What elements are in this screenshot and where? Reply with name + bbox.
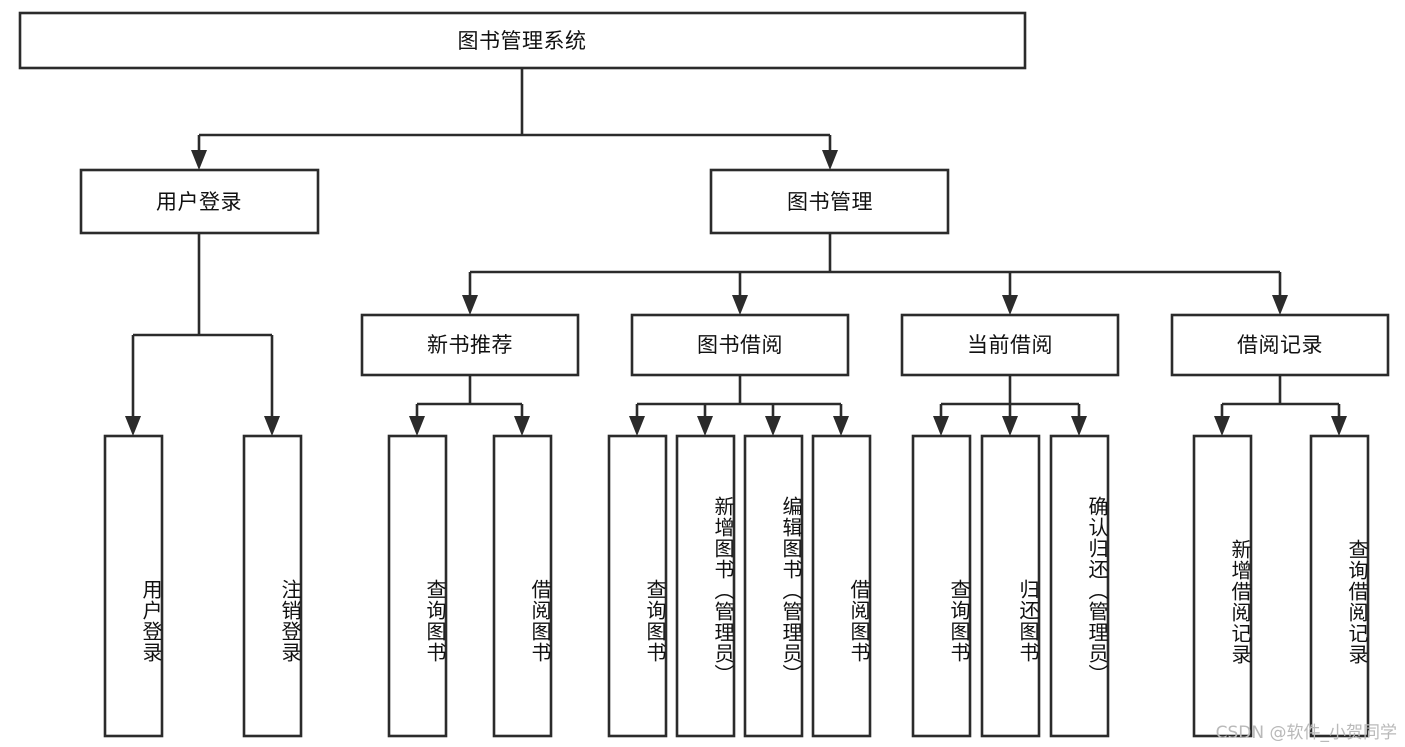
- label-book-borrow: 图书借阅: [697, 333, 783, 357]
- arrow-userlogin-l2: [264, 416, 280, 436]
- arrow-bb-l2: [697, 416, 713, 436]
- arrow-nbr-l1: [409, 416, 425, 436]
- node-leaf-book-borrow-1[interactable]: [675, 434, 736, 738]
- node-new-book-recommend[interactable]: [360, 313, 580, 377]
- arrow-bm-c2: [732, 295, 748, 315]
- node-borrow-record[interactable]: [1170, 313, 1390, 377]
- arrow-cb-l3: [1071, 416, 1087, 436]
- arrow-bb-l4: [833, 416, 849, 436]
- arrow-to-userlogin: [191, 150, 207, 170]
- arrow-bm-c4: [1272, 295, 1288, 315]
- watermark-text: CSDN @软件_小贺同学: [1215, 723, 1397, 743]
- node-leaf-user-login-0[interactable]: [103, 434, 164, 738]
- edges-group: [125, 68, 1347, 436]
- label-new-book-recommend: 新书推荐: [427, 333, 513, 357]
- node-leaf-new-book-0[interactable]: [387, 434, 448, 738]
- label-user-login: 用户登录: [156, 190, 242, 214]
- node-leaf-new-book-1[interactable]: [492, 434, 553, 738]
- node-leaf-borrow-record-1[interactable]: [1309, 434, 1370, 738]
- node-leaf-book-borrow-0[interactable]: [607, 434, 668, 738]
- label-current-borrow: 当前借阅: [967, 333, 1053, 357]
- node-leaf-book-borrow-2[interactable]: [743, 434, 804, 738]
- node-leaf-current-borrow-2[interactable]: [1049, 434, 1110, 738]
- node-user-login[interactable]: [79, 168, 320, 235]
- arrow-cb-l2: [1002, 416, 1018, 436]
- arrow-bm-c1: [462, 295, 478, 315]
- label-root: 图书管理系统: [458, 29, 587, 53]
- node-leaf-user-login-1[interactable]: [242, 434, 303, 738]
- node-leaf-current-borrow-1[interactable]: [980, 434, 1041, 738]
- label-borrow-record: 借阅记录: [1237, 333, 1323, 357]
- arrow-bm-c3: [1002, 295, 1018, 315]
- node-leaf-borrow-record-0[interactable]: [1192, 434, 1253, 738]
- node-book-management[interactable]: [709, 168, 950, 235]
- node-root[interactable]: [18, 11, 1027, 70]
- arrow-br-l2: [1331, 416, 1347, 436]
- arrow-bb-l1: [629, 416, 645, 436]
- arrow-userlogin-l1: [125, 416, 141, 436]
- arrow-bb-l3: [765, 416, 781, 436]
- node-book-borrow[interactable]: [630, 313, 850, 377]
- arrow-to-bookmgmt: [822, 150, 838, 170]
- node-leaf-book-borrow-3[interactable]: [811, 434, 872, 738]
- label-book-management: 图书管理: [787, 190, 873, 214]
- horizontal-labels-group: 图书管理系统 用户登录 图书管理 新书推荐 图书借阅 当前借阅 借阅记录: [156, 29, 1323, 357]
- nodes-group: [18, 11, 1390, 738]
- arrow-nbr-l2: [514, 416, 530, 436]
- node-leaf-current-borrow-0[interactable]: [911, 434, 972, 738]
- arrow-br-l1: [1214, 416, 1230, 436]
- node-current-borrow[interactable]: [900, 313, 1120, 377]
- arrow-cb-l1: [933, 416, 949, 436]
